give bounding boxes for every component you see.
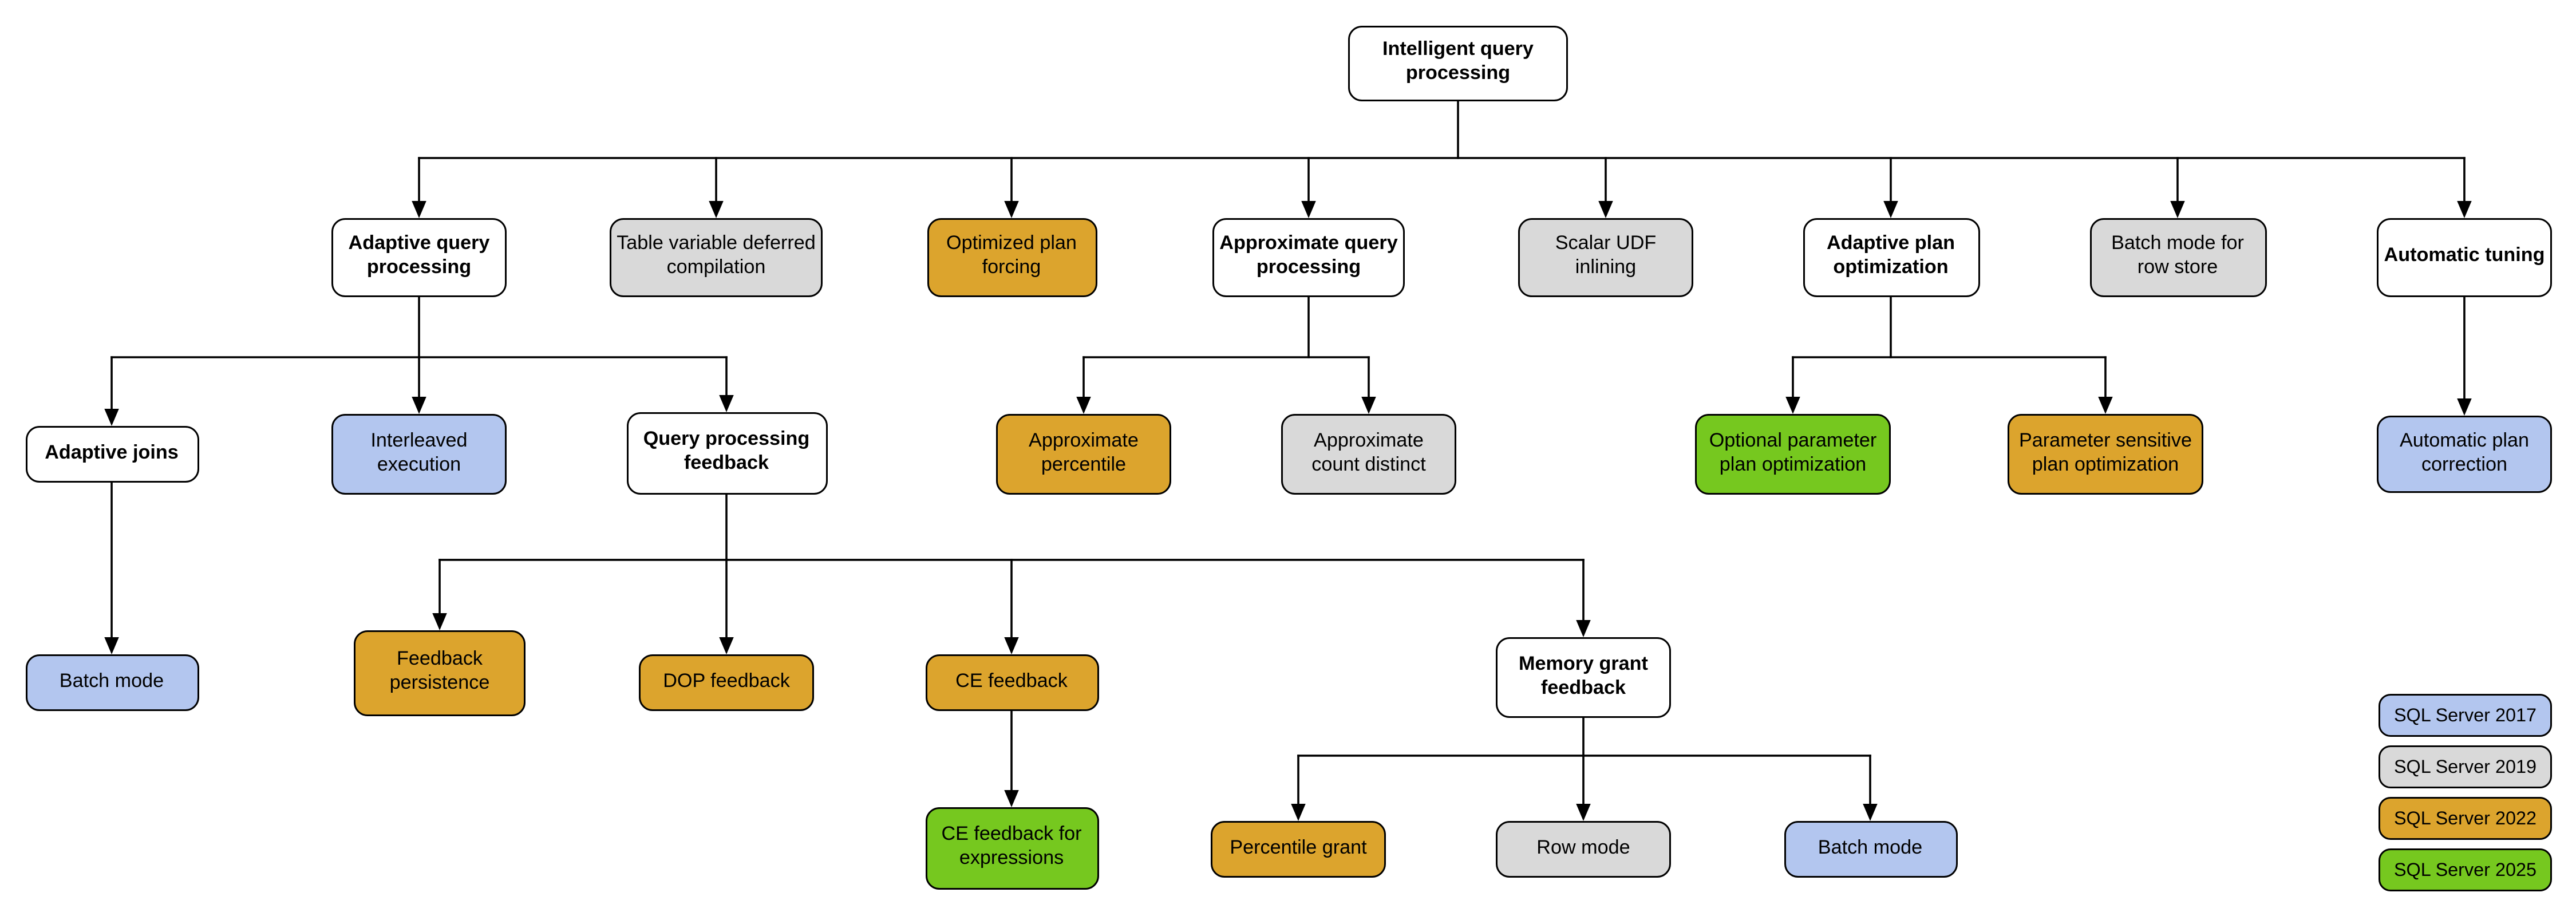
node-optimized-plan-forcing: Optimized plan forcing	[926, 218, 1097, 297]
legend-item-sql-server-2022: SQL Server 2022	[2379, 797, 2552, 840]
node-memory-grant-feedback: Memory grant feedback	[1496, 637, 1671, 718]
node-batch-mode-for-row-store: Batch mode for row store	[2089, 218, 2266, 297]
node-automatic-tuning: Automatic tuning	[2377, 218, 2552, 297]
node-adaptive-joins: Adaptive joins	[25, 426, 199, 483]
node-table-variable-deferred-compilation: Table variable deferred compilation	[610, 218, 823, 297]
node-optional-parameter-plan-optimization: Optional parameter plan optimization	[1695, 414, 1891, 495]
legend-item-sql-server-2017: SQL Server 2017	[2379, 694, 2552, 737]
node-percentile-grant: Percentile grant	[1211, 821, 1386, 878]
node-batch-mode: Batch mode	[25, 654, 199, 711]
legend-item-sql-server-2025: SQL Server 2025	[2379, 848, 2552, 891]
node-ce-feedback: CE feedback	[924, 654, 1099, 711]
node-row-mode: Row mode	[1496, 821, 1671, 878]
node-ce-feedback-for-expressions: CE feedback for expressions	[924, 807, 1099, 890]
node-batch-mode: Batch mode	[1783, 821, 1957, 878]
legend-item-sql-server-2019: SQL Server 2019	[2379, 745, 2552, 788]
node-interleaved-execution: Interleaved execution	[331, 414, 507, 495]
node-intelligent-query-processing: Intelligent query processing	[1348, 26, 1568, 101]
node-approximate-count-distinct: Approximate count distinct	[1281, 414, 1456, 495]
node-scalar-udf-inlining: Scalar UDF inlining	[1518, 218, 1693, 297]
node-approximate-query-processing: Approximate query processing	[1212, 218, 1405, 297]
node-adaptive-plan-optimization: Adaptive plan optimization	[1802, 218, 1980, 297]
node-query-processing-feedback: Query processing feedback	[626, 412, 827, 495]
node-dop-feedback: DOP feedback	[639, 654, 814, 711]
node-adaptive-query-processing: Adaptive query processing	[331, 218, 507, 297]
node-feedback-persistence: Feedback persistence	[354, 630, 526, 716]
node-parameter-sensitive-plan-optimization: Parameter sensitive plan optimization	[2008, 414, 2203, 495]
node-automatic-plan-correction: Automatic plan correction	[2377, 416, 2552, 493]
node-approximate-percentile: Approximate percentile	[996, 414, 1171, 495]
